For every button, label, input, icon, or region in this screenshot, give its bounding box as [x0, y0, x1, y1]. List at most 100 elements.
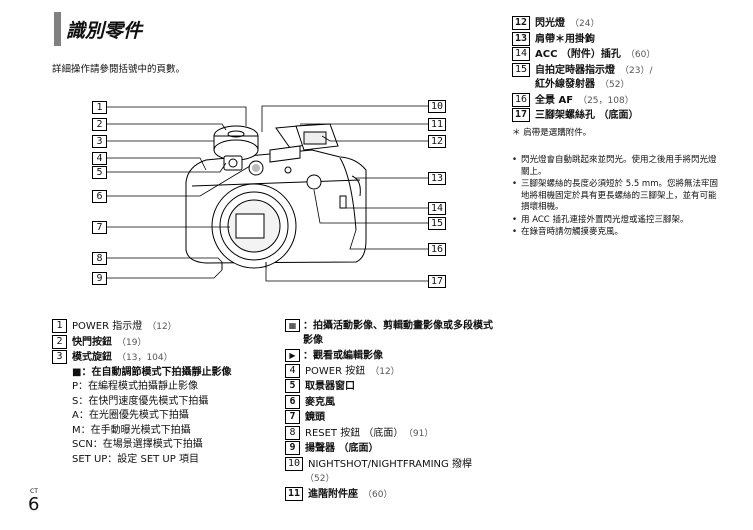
item-label: 鏡頭 — [305, 412, 325, 423]
callout-3: 3 — [92, 135, 107, 148]
item-number: 15 — [512, 62, 530, 77]
callout-16: 16 — [428, 243, 446, 256]
callout-2: 2 — [92, 118, 107, 131]
page-title: 識別零件 — [66, 20, 143, 42]
film-icon: ▦ — [285, 319, 300, 332]
item-number: 8 — [285, 425, 300, 440]
footnote: ＊ 肩帶是選購附件。 — [512, 127, 592, 138]
callout-14: 14 — [428, 202, 446, 215]
item-label: POWER 指示燈 — [72, 321, 143, 332]
item-number: 5 — [285, 379, 300, 393]
item-number: 13 — [512, 31, 530, 46]
item-number: 6 — [285, 394, 300, 409]
item-label: 進階附件座 — [308, 488, 358, 500]
callout-8: 8 — [92, 252, 107, 265]
camera-icon: ■ — [72, 366, 82, 378]
item-number: 17 — [512, 108, 530, 122]
mode-item: S：在快門速度優先模式下拍攝 — [72, 395, 209, 407]
callout-6: 6 — [92, 190, 107, 203]
language-code: CT — [30, 488, 38, 495]
list-item: 10 NIGHTSHOT/NIGHTFRAMING 撥桿 — [285, 456, 495, 473]
list-item: 13 肩帶＊用掛鉤 — [512, 31, 737, 48]
item-number: 16 — [512, 92, 530, 107]
item-number: 7 — [285, 410, 300, 424]
item-label: NIGHTSHOT/NIGHTFRAMING 撥桿 — [308, 458, 472, 470]
list-item: 2 快門按鈕 （19） — [52, 334, 292, 351]
callout-9: 9 — [92, 272, 107, 285]
item-label: 模式旋鈕 — [72, 352, 112, 363]
item-label: 肩帶＊用掛鉤 — [535, 33, 595, 45]
item-number: 10 — [285, 456, 303, 471]
list-item: 16 全景 AF （25，108） — [512, 92, 737, 109]
note-item: 在錄音時請勿觸摸麥克風。 — [512, 227, 724, 239]
list-item: 12 閃光燈 （24） — [512, 16, 737, 32]
callout-12: 12 — [428, 135, 446, 148]
item-number: 4 — [285, 363, 300, 378]
item-label: POWER 按鈕 — [305, 365, 366, 377]
section-tab — [54, 12, 61, 46]
item-continuation: 紅外線發射器（52） — [535, 79, 630, 90]
mode-item: SET UP：設定 SET UP 項目 — [72, 453, 199, 465]
item-label: 三腳架螺絲孔 （底面） — [535, 110, 639, 121]
list-item: 5 取景器窗口 — [285, 379, 495, 395]
item-label: 自拍定時器指示燈 — [535, 64, 615, 76]
list-item: 6 麥克風 — [285, 394, 495, 411]
list-item: 7 鏡頭 — [285, 410, 495, 426]
list-item: 9 揚聲器 （底面） — [285, 441, 495, 457]
item-ref: （13，104） — [117, 353, 173, 363]
callout-15: 15 — [428, 217, 446, 230]
play-icon: ▶ — [285, 348, 300, 362]
callout-1: 1 — [92, 101, 107, 114]
parts-list-left: 1 POWER 指示燈 （12） 2 快門按鈕 （19） 3 模式旋鈕 （13，104） ■… — [52, 319, 292, 467]
list-item: 15 自拍定時器指示燈 （23）/ — [512, 62, 737, 79]
list-item: 1 POWER 指示燈 （12） — [52, 319, 292, 335]
callout-5: 5 — [92, 166, 107, 179]
item-label: RESET 按鈕 （底面） — [305, 427, 404, 439]
page-number: 6 — [28, 494, 40, 515]
item-ref: （25，108） — [578, 95, 634, 106]
item-ref: （19） — [117, 337, 147, 348]
item-number: 12 — [512, 16, 530, 30]
item-ref: （12） — [370, 366, 400, 377]
mode-item: P：在編程模式拍攝靜止影像 — [72, 381, 199, 392]
item-label: 取景器窗口 — [305, 381, 355, 392]
callout-11: 11 — [428, 118, 446, 131]
note-item: 用 ACC 插孔連接外置閃光燈或遙控三腳架。 — [512, 215, 724, 227]
note-item: 三腳架螺絲的長度必須短於 5.5 mm。您將無法牢固地將相機固定於具有更長螺絲的… — [512, 179, 724, 214]
callout-4: 4 — [92, 152, 107, 165]
item-number: 3 — [52, 350, 67, 364]
intro-text: 詳細操作請參閱括號中的頁數。 — [52, 64, 186, 75]
item-label: 麥克風 — [305, 396, 335, 408]
item-label: 揚聲器 （底面） — [305, 443, 379, 454]
item-ref: （12） — [147, 322, 177, 332]
item-ref: （24） — [570, 19, 600, 29]
movie-mode-desc: ▦：拍攝活動影像、剪輯動畫影像或多段模式影像 — [285, 319, 498, 349]
item-label: 閃光燈 — [535, 18, 565, 29]
item-ref: （60） — [625, 50, 656, 60]
item-ref-line: （52） — [305, 474, 335, 484]
callout-10: 10 — [428, 100, 446, 113]
notes-list: 閃光燈會自動跳起來並閃光。使用之後用手將閃光燈關上。 三腳架螺絲的長度必須短於 … — [512, 155, 724, 240]
item-ref: （60） — [363, 489, 393, 500]
callout-7: 7 — [92, 221, 107, 234]
mode-auto-desc: ■：在自動調節模式下拍攝靜止影像 — [72, 366, 232, 378]
callout-13: 13 — [428, 172, 446, 185]
item-number: 1 — [52, 319, 67, 333]
callout-17: 17 — [428, 275, 446, 288]
item-number: 14 — [512, 47, 530, 61]
note-item: 閃光燈會自動跳起來並閃光。使用之後用手將閃光燈關上。 — [512, 155, 724, 178]
item-label: 快門按鈕 — [72, 336, 112, 348]
list-item: 3 模式旋鈕 （13，104） — [52, 350, 292, 366]
item-ref: （23）/ — [620, 65, 653, 76]
list-item: 17 三腳架螺絲孔 （底面） — [512, 108, 737, 124]
item-number: 2 — [52, 334, 67, 349]
item-number: 9 — [285, 441, 300, 455]
mode-item: A：在光圈優先模式下拍攝 — [72, 410, 189, 421]
item-label: 全景 AF — [535, 94, 574, 106]
